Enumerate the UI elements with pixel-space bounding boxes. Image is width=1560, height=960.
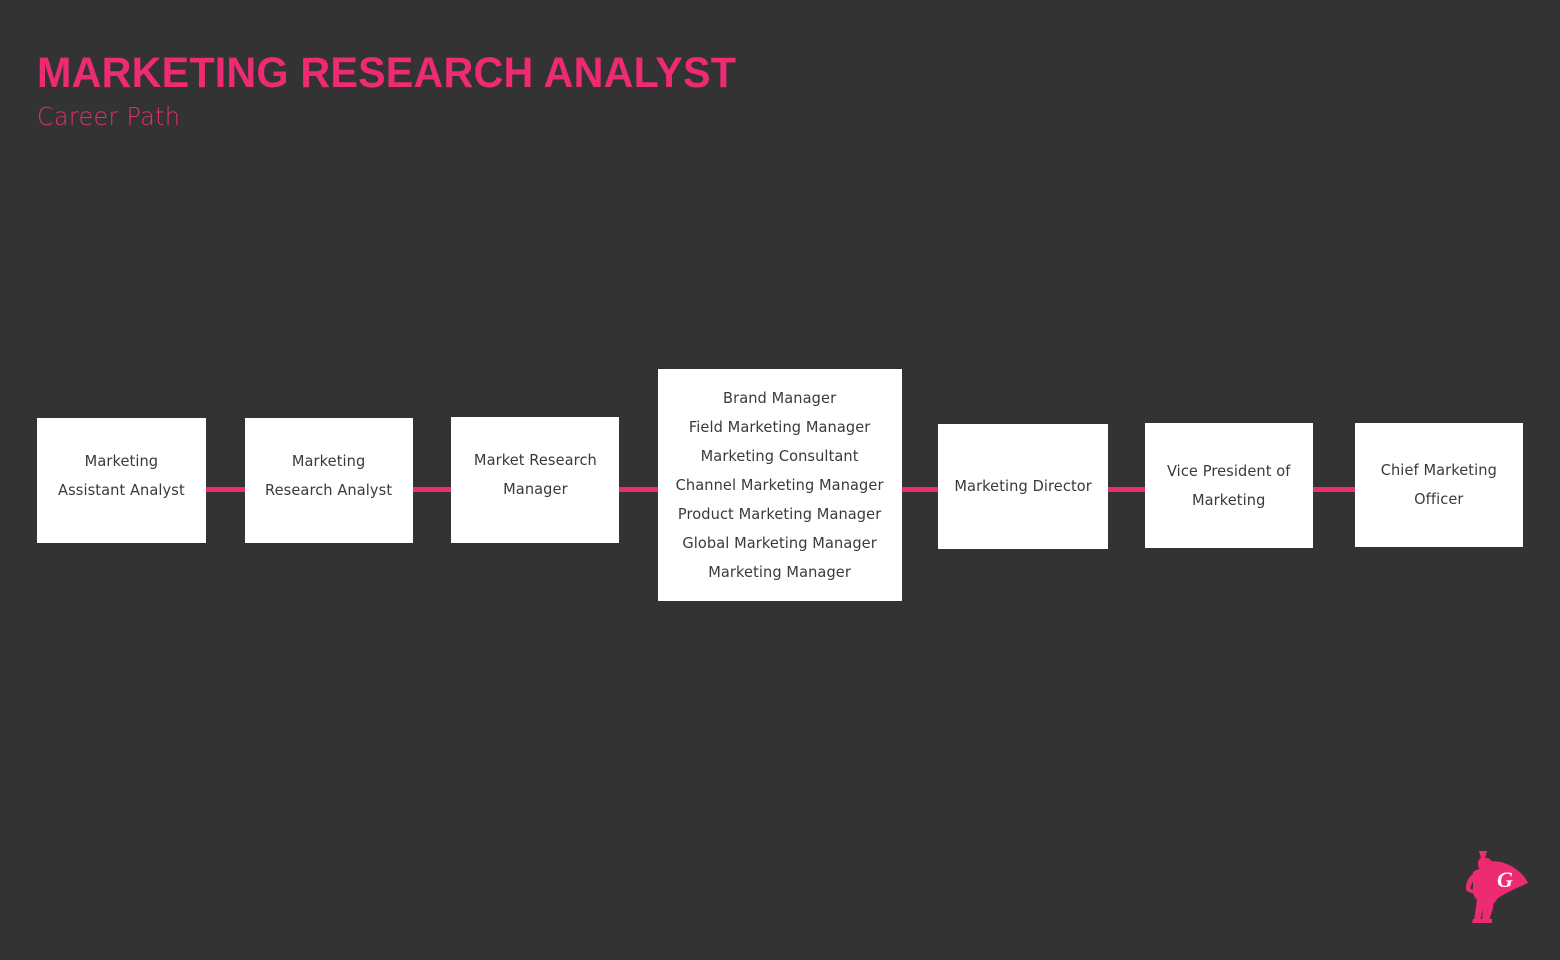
superhero-g-logo-icon: G <box>1449 845 1531 927</box>
flow-node-marketing-director[interactable]: Marketing Director <box>938 424 1108 549</box>
flow-node-market-research-manager[interactable]: Market Research Manager <box>451 417 619 543</box>
flow-node-marketing-manager-roles[interactable]: Brand Manager Field Marketing Manager Ma… <box>658 369 902 601</box>
flow-node-text: Marketing Assistant Analyst <box>54 447 189 505</box>
flow-node-text: Chief Marketing Officer <box>1377 456 1501 514</box>
flow-node-line: Product Marketing Manager <box>678 504 882 523</box>
flow-node-marketing-research-analyst[interactable]: Marketing Research Analyst <box>245 418 413 543</box>
logo-letter: G <box>1497 867 1513 892</box>
flow-node-line: Marketing Manager <box>708 562 852 581</box>
flow-node-text: Market Research Manager <box>470 446 601 504</box>
flow-connector-4 <box>900 487 940 492</box>
flow-node-line: Marketing <box>1192 490 1266 509</box>
flow-node-line: Marketing <box>292 451 366 470</box>
flow-node-line: Manager <box>502 480 568 498</box>
flow-node-text: Vice President of Marketing <box>1163 457 1294 515</box>
flow-node-line: Research Analyst <box>265 480 393 499</box>
flow-node-text: Marketing Director <box>950 472 1096 501</box>
flow-node-line: Brand Manager <box>723 388 837 407</box>
flow-node-line: Vice President of <box>1167 461 1291 480</box>
flow-node-line: Market Research <box>473 451 597 469</box>
page-title: MARKETING RESEARCH ANALYST <box>37 49 737 97</box>
flow-node-line: Marketing <box>84 451 159 470</box>
flow-node-chief-marketing-officer[interactable]: Chief Marketing Officer <box>1355 423 1523 547</box>
page-header: MARKETING RESEARCH ANALYST Career Path <box>37 48 937 132</box>
flow-node-text: Brand Manager Field Marketing Manager Ma… <box>669 384 890 587</box>
flow-connector-5 <box>1106 487 1147 492</box>
flow-connector-2 <box>411 487 453 492</box>
flow-node-line: Marketing Director <box>954 477 1092 495</box>
flow-node-line: Field Marketing Manager <box>689 417 871 436</box>
flow-node-vice-president-of-marketing[interactable]: Vice President of Marketing <box>1145 423 1313 548</box>
flow-node-line: Assistant Analyst <box>58 480 185 499</box>
flow-connector-3 <box>617 487 660 492</box>
flow-node-line: Officer <box>1414 490 1464 508</box>
flow-connector-6 <box>1311 487 1357 492</box>
flow-connector-1 <box>204 487 247 492</box>
flow-node-line: Channel Marketing Manager <box>676 475 884 494</box>
page-subtitle: Career Path <box>37 102 181 131</box>
flow-node-line: Global Marketing Manager <box>682 533 878 552</box>
flow-node-line: Chief Marketing <box>1380 461 1498 479</box>
flow-node-line: Marketing Consultant <box>701 446 859 465</box>
flow-node-text: Marketing Research Analyst <box>261 447 396 505</box>
flow-node-marketing-assistant-analyst[interactable]: Marketing Assistant Analyst <box>37 418 206 543</box>
